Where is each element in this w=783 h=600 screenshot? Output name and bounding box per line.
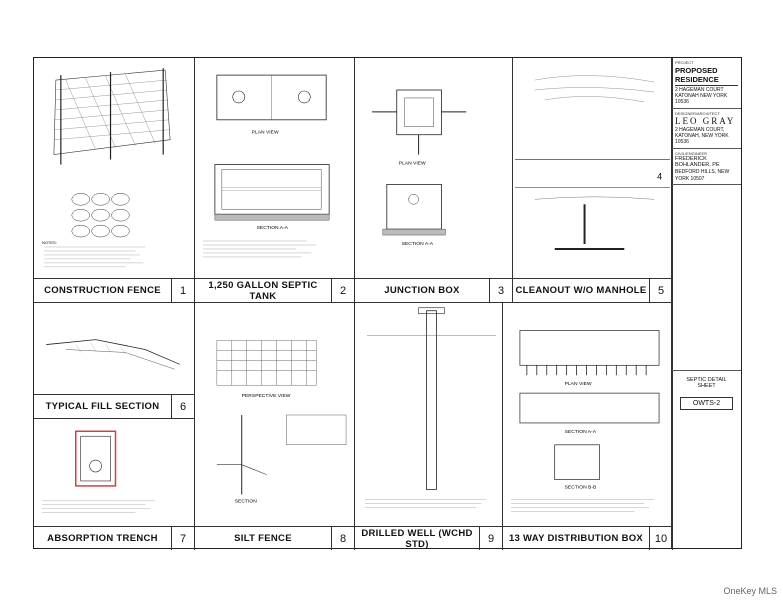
title-bar-3: JUNCTION BOX 3 xyxy=(355,278,512,302)
architect-logo: LEO GRAY xyxy=(675,115,736,126)
detail-number: 1 xyxy=(171,279,194,302)
plan-view-label-3: PLAN VIEW xyxy=(399,161,426,167)
title-bar-8: SILT FENCE 8 xyxy=(195,526,354,550)
project-label: PROJECT xyxy=(675,60,694,65)
detail-drilled-well: DRILLED WELL (WCHD STD) 9 xyxy=(355,303,503,550)
detail-title: 1,250 GALLON SEPTIC TANK xyxy=(208,279,318,302)
title-bar-2: 1,250 GALLON SEPTIC TANK 2 xyxy=(195,278,354,302)
detail-silt-fence: PERSPECTIVE VIEW SECTION SILT FENCE 8 xyxy=(195,303,355,550)
detail-cleanout: 4 CLEANOUT W/O MANHOLE 5 xyxy=(513,58,673,303)
detail-title: TYPICAL FILL SECTION xyxy=(45,401,160,412)
plan-view-label-10: PLAN VIEW xyxy=(565,381,592,387)
typical-fill-drawing xyxy=(36,305,192,392)
architect-address: 2 HAGEMAN COURT, KATONAH, NEW YORK 10536 xyxy=(675,126,729,146)
detail-number: 3 xyxy=(489,279,512,302)
detail-number: 10 xyxy=(649,527,672,550)
detail-number: 7 xyxy=(171,527,194,550)
watermark: OneKey MLS xyxy=(723,586,777,596)
detail-construction-fence: NOTES: CONSTRUCTION FENCE 1 xyxy=(34,58,195,303)
sheet-title-line2: SHEET xyxy=(697,382,716,389)
panel-4-number: 4 xyxy=(657,171,662,181)
cleanout-drawing: 4 xyxy=(515,60,670,276)
section-aa-label-10: SECTION A-A xyxy=(565,429,597,435)
title-bar-6: TYPICAL FILL SECTION 6 xyxy=(34,394,194,418)
detail-title: CLEANOUT W/O MANHOLE xyxy=(515,285,647,296)
detail-distribution-box: PLAN VIEW SECTION A-A SECTION B-B 13 WAY… xyxy=(503,303,673,550)
drilled-well-drawing xyxy=(357,305,500,524)
plan-view-label: PLAN VIEW xyxy=(252,130,279,136)
construction-fence-drawing: NOTES: xyxy=(36,60,192,276)
engineer-block: CIVIL/ENGINEER FREDERICK BOHLANDER, PE B… xyxy=(672,149,741,185)
project-address-1: 2 HAGEMAN COURT xyxy=(675,86,724,93)
title-bar-1: CONSTRUCTION FENCE 1 xyxy=(34,278,194,302)
sheet-title: SEPTIC DETAIL SHEET xyxy=(672,371,741,395)
section-label-8: SECTION xyxy=(235,498,257,504)
detail-title: ABSORPTION TRENCH xyxy=(47,533,158,544)
detail-title: CONSTRUCTION FENCE xyxy=(44,285,161,296)
engineer-name: FREDERICK BOHLANDER, PE xyxy=(675,155,720,169)
architect-label: DESIGNER/ARCHITECT xyxy=(675,110,720,116)
detail-number: 9 xyxy=(479,527,502,550)
engineer-label: CIVIL/ENGINEER xyxy=(675,150,708,156)
detail-title: 13 WAY DISTRIBUTION BOX xyxy=(508,533,644,544)
title-bar-9: DRILLED WELL (WCHD STD) 9 xyxy=(355,526,502,550)
sheet-number: OWTS-2 xyxy=(680,396,733,410)
sheet-title-line1: SEPTIC DETAIL xyxy=(686,376,727,383)
detail-number: 8 xyxy=(331,527,354,550)
distribution-box-drawing: PLAN VIEW SECTION A-A SECTION B-B xyxy=(505,305,670,524)
title-bar-10: 13 WAY DISTRIBUTION BOX 10 xyxy=(503,526,672,550)
project-title: PROPOSED RESIDENCE xyxy=(675,66,738,86)
absorption-trench-drawing xyxy=(36,421,192,524)
detail-septic-tank: PLAN VIEW SECTION A-A 1,250 GALLON SEPTI… xyxy=(195,58,355,303)
detail-typical-fill: TYPICAL FILL SECTION 6 xyxy=(34,303,195,419)
section-aa-label: SECTION A-A xyxy=(257,225,289,231)
septic-tank-drawing: PLAN VIEW SECTION A-A xyxy=(197,60,352,276)
drawing-sheet: NOTES: CONSTRUCTION FENCE 1 PLAN VIEW S xyxy=(33,57,742,550)
project-block: PROJECT PROPOSED RESIDENCE 2 HAGEMAN COU… xyxy=(672,58,741,109)
engineer-address: BEDFORD HILLS, NEW YORK 10507 xyxy=(675,169,730,182)
notes-label-1: NOTES: xyxy=(42,240,57,245)
revision-block xyxy=(672,185,741,371)
title-bar-5: CLEANOUT W/O MANHOLE 5 xyxy=(513,278,672,302)
detail-absorption-trench: ABSORPTION TRENCH 7 xyxy=(34,419,195,550)
architect-block: DESIGNER/ARCHITECT LEO GRAY 2 HAGEMAN CO… xyxy=(672,109,741,149)
detail-junction-box: PLAN VIEW SECTION A-A JUNCTION BOX 3 xyxy=(355,58,513,303)
detail-title: SILT FENCE xyxy=(234,533,292,544)
detail-title: JUNCTION BOX xyxy=(384,285,460,296)
detail-number: 5 xyxy=(649,279,672,302)
detail-title: DRILLED WELL (WCHD STD) xyxy=(361,527,473,550)
detail-number: 6 xyxy=(171,395,194,418)
perspective-view-label: PERSPECTIVE VIEW xyxy=(242,393,291,399)
title-block: PROJECT PROPOSED RESIDENCE 2 HAGEMAN COU… xyxy=(671,58,741,548)
project-address-2: KATONAH NEW YORK 10536 xyxy=(675,93,728,106)
section-bb-label: SECTION B-B xyxy=(565,485,597,491)
title-bar-7: ABSORPTION TRENCH 7 xyxy=(34,526,194,550)
silt-fence-drawing: PERSPECTIVE VIEW SECTION xyxy=(197,305,352,524)
section-aa-label-3: SECTION A-A xyxy=(402,241,434,247)
detail-number: 2 xyxy=(331,279,354,302)
junction-box-drawing: PLAN VIEW SECTION A-A xyxy=(357,60,510,276)
